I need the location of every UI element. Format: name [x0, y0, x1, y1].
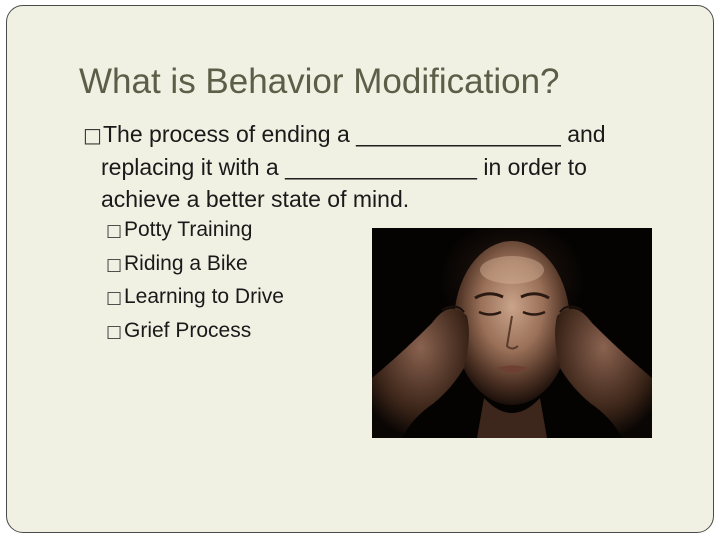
list-item: □Potty Training [106, 214, 284, 248]
main-bullet-text-2: replacing it with a _______________ in o… [101, 154, 587, 180]
bullet-icon: □ [106, 321, 123, 342]
main-bullet-text-1: The process of ending a ________________… [103, 121, 606, 147]
list-item: □Riding a Bike [106, 248, 284, 282]
main-bullet: □The process of ending a _______________… [83, 118, 683, 215]
list-item: □Learning to Drive [106, 281, 284, 315]
slide-title: What is Behavior Modification? [79, 62, 560, 101]
list-item: □Grief Process [106, 315, 284, 349]
bullet-icon: □ [106, 221, 123, 241]
bullet-icon: □ [83, 123, 102, 147]
bullet-icon: □ [106, 288, 123, 308]
bullet-icon: □ [106, 254, 123, 275]
main-bullet-line-1: □The process of ending a _______________… [83, 118, 683, 151]
main-bullet-text-3: achieve a better state of mind. [101, 186, 410, 212]
list-item-label: Riding a Bike [124, 251, 248, 275]
list-item-label: Grief Process [124, 318, 252, 342]
woman-meditating-photo [372, 228, 652, 438]
photo-illustration [372, 228, 652, 438]
list-item-label: Learning to Drive [124, 285, 284, 308]
example-list: □Potty Training □Riding a Bike □Learning… [106, 214, 284, 348]
list-item-label: Potty Training [124, 218, 253, 241]
